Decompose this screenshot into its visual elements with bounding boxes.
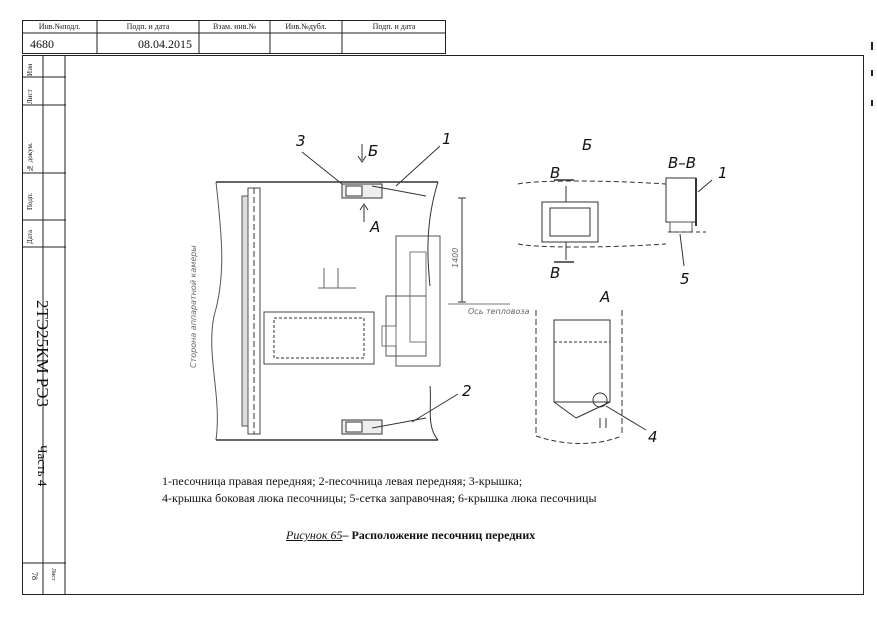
edge-mark-1: [871, 42, 873, 50]
section-mark-bottom: В: [550, 264, 560, 282]
caption-line-2: 4-крышка боковая люка песочницы; 5-сетка…: [162, 491, 597, 505]
edge-mark-2: [871, 70, 873, 76]
section-v-v: [665, 177, 713, 267]
callout-3: 3: [296, 132, 306, 150]
side-text: Сторона аппаратной камеры: [189, 245, 198, 368]
header-inv-number: 4680: [30, 37, 54, 51]
view-b-arrow-label: Б: [368, 142, 378, 160]
callout-1: 1: [442, 130, 452, 148]
side-label-list: Лист: [26, 89, 34, 104]
section-mark-top: В: [550, 164, 560, 182]
technical-drawing: 3 1 2 Б А Б В В В–В 1 5 А 4 1400 Ось теп…: [189, 130, 728, 446]
section-title: В–В: [668, 154, 696, 172]
view-b-title: Б: [582, 136, 592, 154]
callout-1-section: 1: [718, 164, 728, 182]
header-col-inv-label: Инв.№подл.: [38, 22, 81, 31]
side-label-sign: Подп.: [26, 192, 34, 210]
edge-mark-3: [871, 100, 873, 106]
sheet-label: Лист: [50, 568, 56, 581]
header-date: 08.04.2015: [138, 37, 192, 51]
header-col-sign-label: Подп. и дата: [126, 22, 170, 31]
dimension-1400: 1400: [451, 248, 460, 268]
callout-5: 5: [680, 270, 690, 288]
header-col-sign2-label: Подп. и дата: [372, 22, 416, 31]
figure-ref: Рисунок 65: [286, 528, 343, 542]
side-table-grid: [22, 55, 66, 595]
view-a-title: А: [599, 288, 610, 306]
sheet-number: 78: [30, 572, 39, 580]
header-col-dup-label: Инв.№дубл.: [285, 22, 327, 31]
side-label-doc: № докум.: [26, 142, 34, 172]
plan-view: [211, 144, 510, 441]
view-a-arrow-label: А: [369, 218, 380, 236]
side-label-izm: Изм: [26, 63, 34, 76]
drawing-frame: [22, 55, 864, 595]
document-code: 2ТЭ25КМ РЭ3: [33, 300, 52, 407]
header-col-replace-label: Взам. инв.№: [212, 22, 257, 31]
axis-label: Ось тепловоза: [468, 307, 530, 316]
view-b: [517, 179, 667, 263]
callout-4: 4: [648, 428, 658, 446]
side-label-date: Дата: [26, 230, 34, 244]
document-part: Часть 4: [35, 445, 50, 487]
figure-title: – Расположение песочниц передних: [342, 528, 536, 542]
caption-line-1: 1-песочница правая передняя; 2-песочница…: [162, 474, 523, 488]
header-stamp: Инв.№подл. Подп. и дата Взам. инв.№ Инв.…: [22, 20, 446, 54]
header-grid: [22, 20, 446, 54]
view-a: [535, 310, 647, 444]
callout-2: 2: [462, 382, 472, 400]
figure-caption: Рисунок 65– Расположение песочниц передн…: [286, 528, 535, 543]
